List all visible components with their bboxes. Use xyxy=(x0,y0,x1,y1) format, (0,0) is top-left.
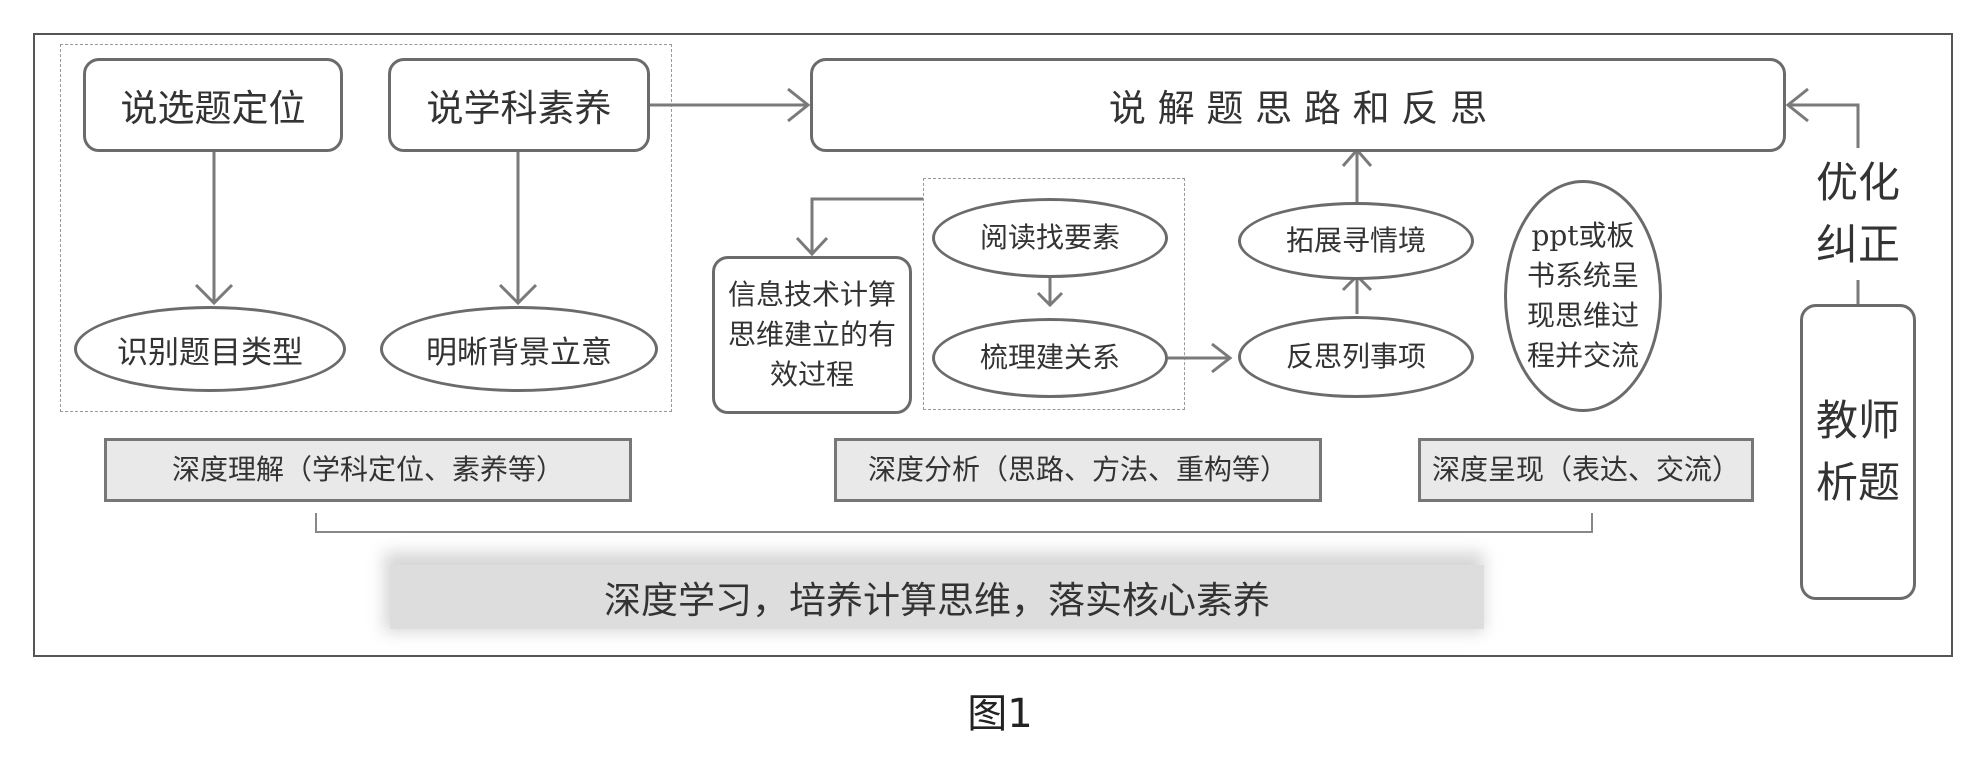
sort-relations-text: 梳理建关系 xyxy=(979,341,1120,374)
extend-context-text: 拓展寻情境 xyxy=(1285,224,1426,257)
analysis-group xyxy=(923,178,1185,410)
sort-relations-oval: 梳理建关系 xyxy=(932,318,1168,398)
ppt-presentation-text: ppt或板书系统呈现思维过程并交流 xyxy=(1527,219,1640,372)
discipline-literacy-box: 说学科素养 xyxy=(388,58,650,152)
teacher-analysis-box: 教师析题 xyxy=(1800,304,1916,600)
solution-reflection-box: 说 解 题 思 路 和 反 思 xyxy=(810,58,1786,152)
deep-presentation-label: 深度呈现（表达、交流） xyxy=(1418,438,1754,502)
read-elements-text: 阅读找要素 xyxy=(979,221,1120,254)
ppt-presentation-oval: ppt或板书系统呈现思维过程并交流 xyxy=(1504,180,1662,412)
solution-reflection-text: 说 解 题 思 路 和 反 思 xyxy=(1108,87,1488,130)
clarify-background-oval: 明晰背景立意 xyxy=(380,306,658,392)
identify-type-text: 识别题目类型 xyxy=(117,334,303,371)
optimize-correct-text: 优化纠正 xyxy=(1815,158,1900,269)
reflect-items-text: 反思列事项 xyxy=(1285,340,1426,373)
summary-bar: 深度学习，培养计算思维，落实核心素养 xyxy=(390,565,1484,629)
teacher-analysis-text: 教师析题 xyxy=(1815,396,1900,507)
it-process-text: 信息技术计算思维建立的有效过程 xyxy=(727,278,896,391)
extend-context-oval: 拓展寻情境 xyxy=(1238,202,1474,280)
figure-caption: 图1 xyxy=(967,691,1033,737)
choose-position-text: 说选题定位 xyxy=(120,87,306,130)
deep-understanding-label: 深度理解（学科定位、素养等） xyxy=(104,438,632,502)
diagram-frame xyxy=(33,33,1953,657)
clarify-background-text: 明晰背景立意 xyxy=(426,334,612,371)
identify-type-oval: 识别题目类型 xyxy=(74,306,346,392)
discipline-literacy-text: 说学科素养 xyxy=(426,87,612,130)
it-process-box: 信息技术计算思维建立的有效过程 xyxy=(712,256,912,414)
understanding-group xyxy=(60,44,672,412)
read-elements-oval: 阅读找要素 xyxy=(932,198,1168,278)
deep-analysis-label: 深度分析（思路、方法、重构等） xyxy=(834,438,1322,502)
choose-position-box: 说选题定位 xyxy=(83,58,343,152)
reflect-items-oval: 反思列事项 xyxy=(1238,316,1474,398)
